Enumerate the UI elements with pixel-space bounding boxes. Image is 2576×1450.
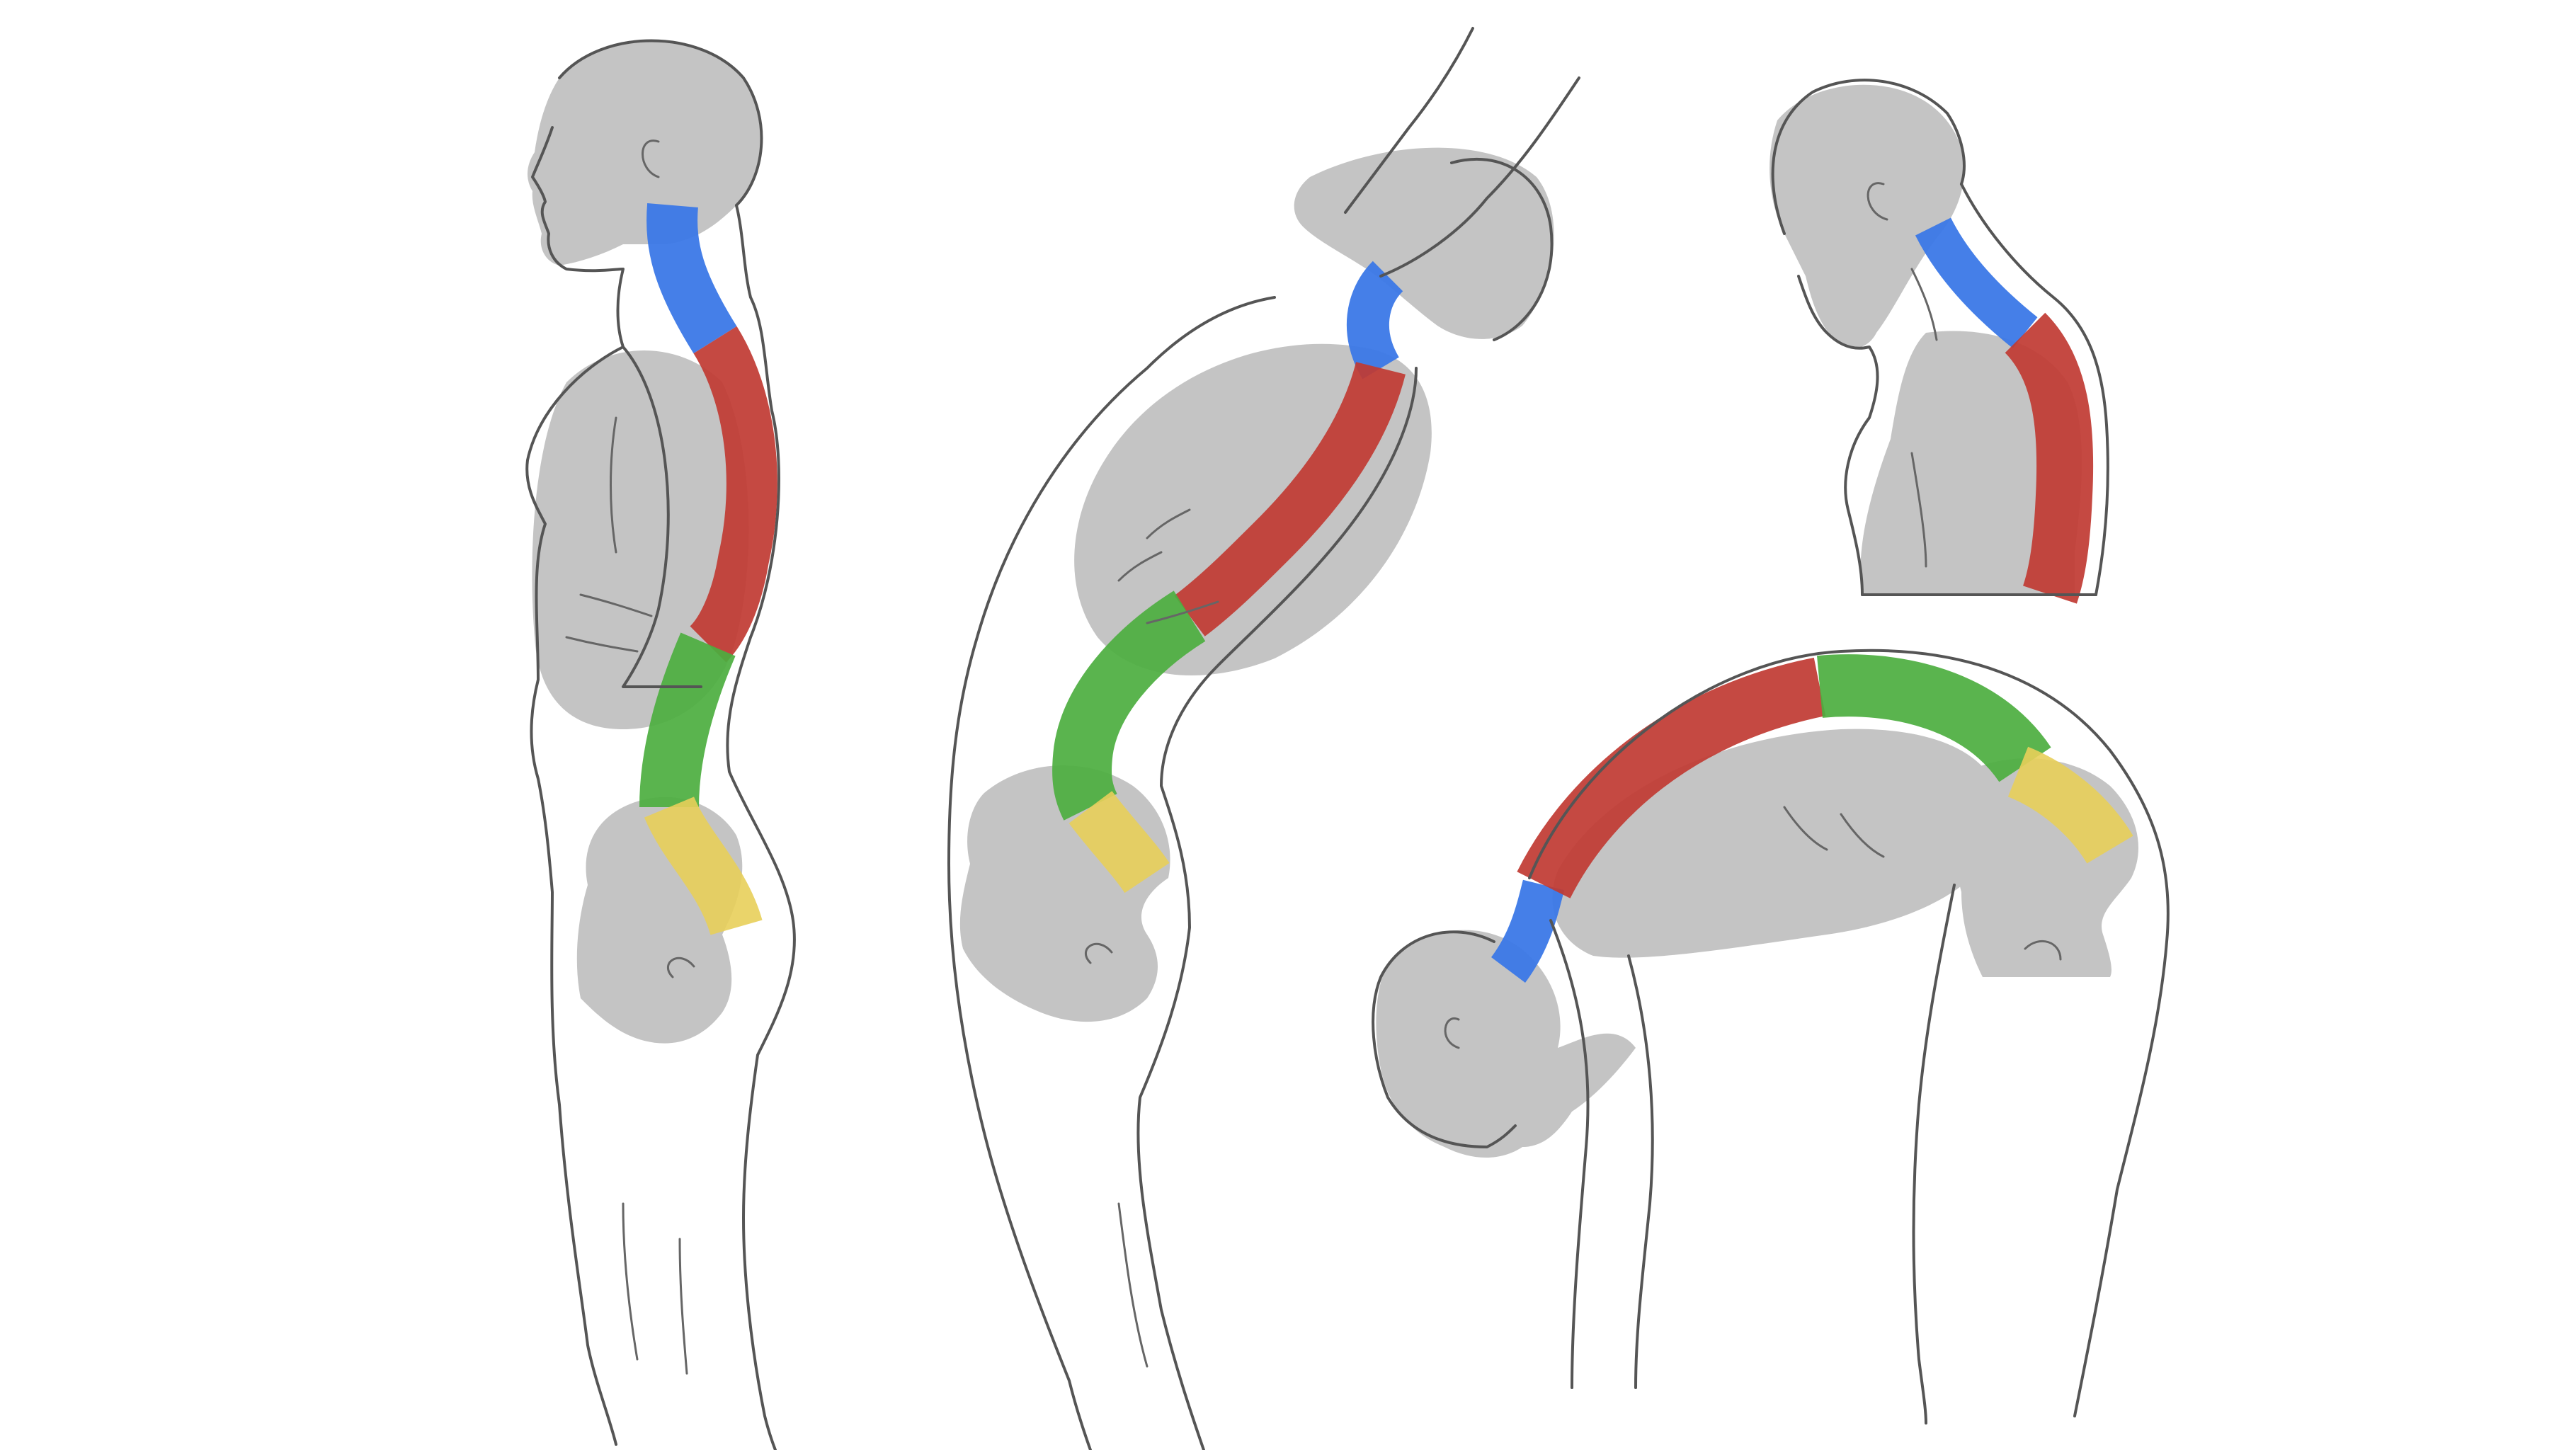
- spine-sacral: [2007, 746, 2133, 864]
- head-mass: [1769, 84, 1964, 348]
- body-outline-front: [525, 126, 625, 1446]
- head-mass: [527, 40, 762, 266]
- leg-outline-front: [1912, 884, 1956, 1425]
- spine-thoracic: [1174, 361, 1406, 636]
- spine-cervical: [1491, 879, 1565, 983]
- pelvis-socket-line: [2024, 940, 2062, 961]
- ear-line: [642, 139, 660, 178]
- arm-outline-front: [1549, 919, 1590, 1389]
- spine-lumbar: [1052, 590, 1206, 821]
- figure-forward-bend: [1372, 649, 2170, 1425]
- spine-thoracic: [689, 326, 777, 663]
- pelvis-socket-line: [1085, 942, 1113, 964]
- ear-line: [1867, 182, 1888, 221]
- back-outline: [1960, 183, 2109, 596]
- body-outline-front: [947, 296, 1276, 1450]
- upper-back-mass: [1860, 331, 2082, 595]
- ribcage-detail: [565, 416, 653, 653]
- spine-thoracic: [1517, 657, 1826, 899]
- chest-detail: [1910, 452, 1927, 568]
- head-ear-detail: [1444, 1017, 1460, 1049]
- head-outline: [558, 39, 763, 207]
- head-outline: [1450, 157, 1554, 341]
- head-outline: [1771, 79, 1966, 235]
- leg-detail: [622, 1202, 688, 1375]
- arm-outline-back: [1627, 954, 1654, 1389]
- spine-cervical: [1915, 217, 2038, 348]
- spine-lumbar: [639, 632, 736, 808]
- ribcage-mass: [532, 350, 749, 729]
- head-mass: [1376, 930, 1636, 1158]
- spine-sacral: [644, 796, 763, 936]
- spine-cervical: [646, 203, 737, 354]
- head-mass: [1294, 147, 1554, 339]
- spine-lumbar: [1817, 654, 2051, 783]
- body-outline-back: [726, 204, 796, 1450]
- head-outline: [1372, 930, 1517, 1148]
- spine-thoracic: [2004, 312, 2094, 604]
- figure-head-flexed-forward: [1769, 79, 2109, 604]
- ribcage-detail: [1783, 806, 1885, 858]
- figure-standing-upright: [525, 39, 796, 1450]
- ribcage-detail: [1117, 508, 1219, 624]
- spine-cervical: [1346, 261, 1404, 379]
- figure-backward-bend: [947, 27, 1580, 1450]
- arm-outline: [622, 346, 702, 688]
- neck-detail: [1910, 268, 1938, 341]
- pelvis-socket-line: [667, 957, 695, 978]
- body-outline-back: [1136, 367, 1418, 1450]
- arm-outline: [1344, 27, 1580, 278]
- front-outline: [1797, 275, 1879, 596]
- back-outline: [1528, 649, 2170, 1417]
- spine-sacral: [1068, 791, 1170, 894]
- leg-detail: [1117, 1202, 1149, 1368]
